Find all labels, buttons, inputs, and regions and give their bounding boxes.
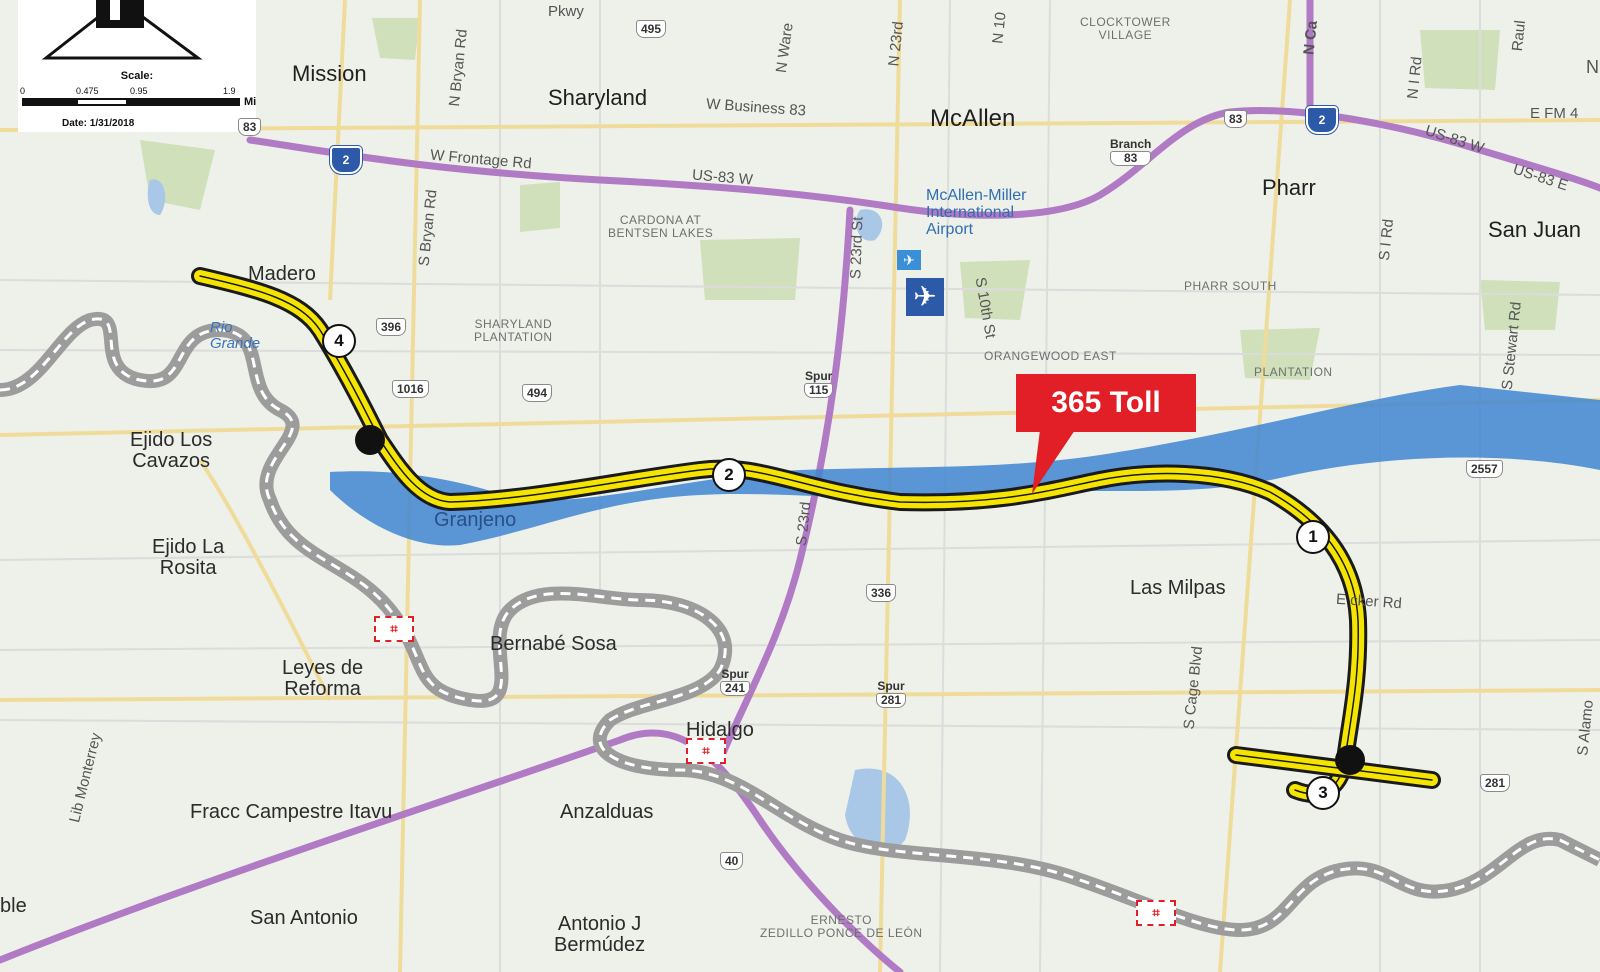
city-label-fracc-campestre: Fracc Campestre Itavu [190, 801, 393, 823]
scale-tick: 0.95 [130, 86, 148, 96]
city-label-pharr: Pharr [1262, 175, 1316, 200]
area-label-plantation: PLANTATION [1254, 365, 1333, 379]
road-label-n-10: N 10 [989, 11, 1010, 45]
city-label-anzalduas: Anzalduas [560, 801, 654, 823]
scale-title: Scale: [120, 70, 154, 82]
city-label-bernabe-sosa: Bernabé Sosa [490, 633, 617, 655]
legend-graphics [22, 0, 240, 106]
route-shield-1016: 1016 [392, 380, 429, 398]
area-label-cardona: CARDONA AT BENTSEN LAKES [608, 213, 714, 240]
city-label-madero: Madero [248, 263, 316, 285]
area-label-sharyland-plantation: SHARYLAND PLANTATION [474, 317, 553, 344]
scale-tick: 0 [20, 86, 26, 96]
road-label-edge: N [1586, 57, 1599, 77]
segment-marker-2[interactable]: 2 [712, 458, 746, 492]
segment-marker-3[interactable]: 3 [1306, 776, 1340, 810]
road-label-s-23rd: S 23rd St [847, 216, 867, 280]
scale-unit: Mi [244, 96, 257, 108]
spur-number: 281 [876, 693, 907, 709]
spur-label: Spur [721, 667, 749, 681]
study-corridor [330, 385, 1600, 546]
river-label: Rio Grande [210, 319, 261, 352]
road-label-n-cage: N Ca [1300, 19, 1321, 56]
segment-marker-1[interactable]: 1 [1296, 520, 1330, 554]
airport-label: McAllen-Miller International Airport [926, 187, 1027, 238]
area-label-pharr-south: PHARR SOUTH [1184, 279, 1277, 293]
map-date: Date: 1/31/2018 [62, 118, 135, 129]
route-shield-2557: 2557 [1466, 460, 1503, 478]
road-label-raul: Raul [1508, 19, 1530, 53]
city-label-las-milpas: Las Milpas [1130, 577, 1226, 599]
route-shield-40: 40 [720, 852, 744, 870]
road-label-pkwy: Pkwy [548, 3, 584, 20]
border-crossing-icon: ⌗ [374, 616, 414, 642]
scale-tick: 0.475 [76, 86, 99, 96]
route-shield-396: 396 [376, 318, 407, 336]
city-label-edge: ble [0, 895, 27, 917]
toll-road-365 [191, 267, 1441, 803]
city-label-mission: Mission [292, 61, 367, 86]
route-shield-336: 336 [866, 584, 897, 602]
spur-number: 83 [1110, 151, 1152, 167]
interchange-dot [1335, 745, 1365, 775]
area-label-ernesto: ERNESTO ZEDILLO PONCE DE LEÓN [760, 913, 923, 940]
interchange-dot [355, 425, 385, 455]
city-label-ejido-la-rosita: Ejido La Rosita [152, 536, 225, 579]
spur-label: Spur [805, 369, 833, 383]
interstate-shield-2-west: 2 [329, 145, 363, 175]
city-label-san-antonio: San Antonio [250, 907, 358, 929]
spur-label: Branch [1110, 137, 1152, 151]
interstate-shield-2-east: 2 [1305, 105, 1339, 135]
city-label-sharyland: Sharyland [548, 85, 648, 110]
city-label-ejido-los-cavazos: Ejido Los Cavazos [130, 429, 213, 472]
route-shield-495: 495 [636, 20, 667, 38]
city-label-granjeno: Granjeno [434, 509, 517, 531]
scale-tick: 1.9 [223, 86, 236, 96]
border-crossing-icon: ⌗ [686, 738, 726, 764]
area-label-clocktower: CLOCKTOWER VILLAGE [1080, 15, 1171, 42]
border-crossing-icon: ⌗ [1136, 900, 1176, 926]
route-shield-281: 281 [1480, 774, 1511, 792]
rio-grande-river [0, 311, 1600, 938]
segment-marker-4[interactable]: 4 [322, 324, 356, 358]
route-shield-83: 83 [1224, 110, 1248, 128]
water-bodies [147, 179, 910, 851]
area-label-orangewood: ORANGEWOOD EAST [984, 349, 1117, 363]
road-label-efm: E FM 4 [1530, 105, 1579, 122]
airport-small-icon: ✈ [897, 250, 921, 270]
spur-label: Spur [877, 679, 905, 693]
route-shield-partial: 83 [238, 118, 262, 136]
spur-number: 241 [720, 681, 751, 697]
toll-road-callout: 365 Toll [1016, 374, 1196, 432]
city-label-hidalgo: Hidalgo [686, 719, 754, 741]
city-label-mcallen: McAllen [930, 105, 1016, 132]
route-shield-494: 494 [522, 384, 553, 402]
callout-pointer [1032, 430, 1075, 494]
spur-number: 115 [804, 383, 834, 399]
city-label-leyes-de-reforma: Leyes de Reforma [282, 657, 364, 700]
city-label-antonio-j-bermudez: Antonio J Bermúdez [554, 913, 646, 956]
city-label-san-juan: San Juan [1488, 217, 1581, 242]
airport-icon: ✈ [906, 278, 944, 316]
